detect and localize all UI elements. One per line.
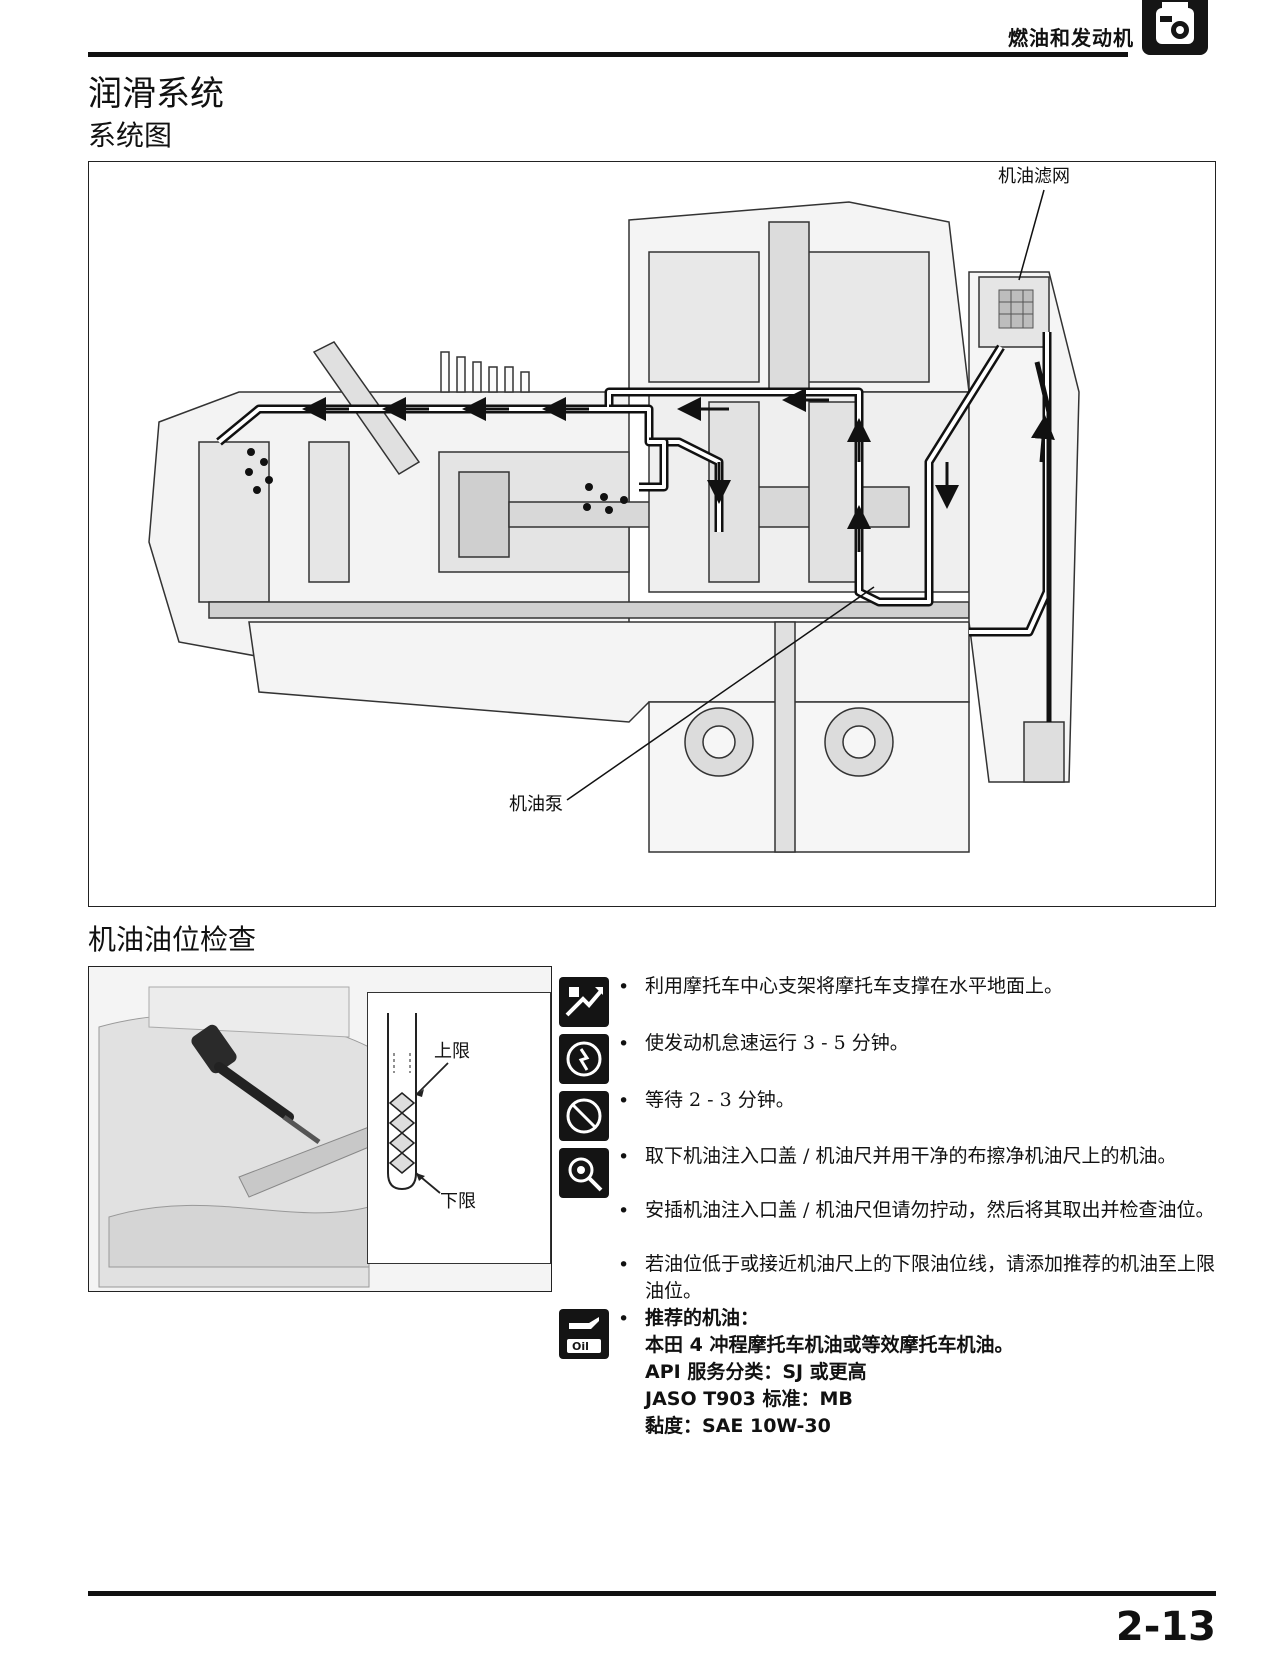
recommended-oil-line: 本田 4 冲程摩托车机油或等效摩托车机油。 — [645, 1334, 1014, 1356]
page-number: 2-13 — [1115, 1604, 1216, 1650]
step-text: 若油位低于或接近机油尺上的下限油位线，请添加推荐的机油至上限油位。 — [645, 1253, 1216, 1302]
engine-icon — [1142, 0, 1208, 55]
oil-check-title: 机油油位检查 — [88, 923, 257, 956]
step-text: 使发动机怠速运行 3 - 5 分钟。 — [645, 1032, 909, 1054]
bullet: • — [618, 1254, 630, 1276]
engine-cutaway-drawing — [148, 189, 1080, 853]
engine-stop-icon — [559, 1091, 609, 1141]
bullet: • — [618, 1146, 630, 1168]
upper-limit-label: 上限 — [434, 1041, 470, 1062]
chapter-title: 燃油和发动机 — [1008, 26, 1134, 50]
step-text: 取下机油注入口盖 / 机油尺并用干净的布擦净机油尺上的机油。 — [645, 1145, 1177, 1167]
oil-can-icon: Oil — [559, 1309, 609, 1359]
recommended-oil-line: API 服务分类：SJ 或更高 — [645, 1361, 867, 1383]
step-text: 安插机油注入口盖 / 机油尺但请勿拧动，然后将其取出并检查油位。 — [645, 1199, 1215, 1221]
header-rule — [88, 52, 1128, 57]
lower-limit-label: 下限 — [440, 1191, 476, 1212]
inspect-icon — [559, 1148, 609, 1198]
oil-pump-callout: 机油泵 — [509, 794, 563, 815]
sub-title: 系统图 — [88, 119, 173, 152]
center-stand-icon — [559, 977, 609, 1027]
footer-rule — [88, 1591, 1216, 1596]
step-text: 等待 2 - 3 分钟。 — [645, 1089, 795, 1111]
recommended-oil-title: 推荐的机油： — [645, 1307, 760, 1329]
recommended-oil-line: JASO T903 标准：MB — [645, 1388, 853, 1410]
engine-idle-icon — [559, 1034, 609, 1084]
bullet: • — [618, 1090, 630, 1112]
lubrication-system-diagram: 机油滤网 机油泵 — [88, 161, 1216, 907]
bullet: • — [618, 1308, 630, 1330]
bullet: • — [618, 1033, 630, 1055]
oil-icon-label: Oil — [572, 1340, 589, 1353]
bullet: • — [618, 1200, 630, 1222]
oil-strainer-callout: 机油滤网 — [998, 166, 1070, 187]
recommended-oil-line: 黏度：SAE 10W-30 — [645, 1415, 831, 1437]
dipstick-illustration: 上限 下限 — [88, 966, 552, 1292]
dipstick-level-inset: 上限 下限 — [367, 992, 551, 1264]
step-text: 利用摩托车中心支架将摩托车支撑在水平地面上。 — [645, 975, 1064, 997]
dipstick-closeup — [387, 1013, 449, 1194]
section-title: 润滑系统 — [88, 74, 224, 114]
bullet: • — [618, 976, 630, 998]
